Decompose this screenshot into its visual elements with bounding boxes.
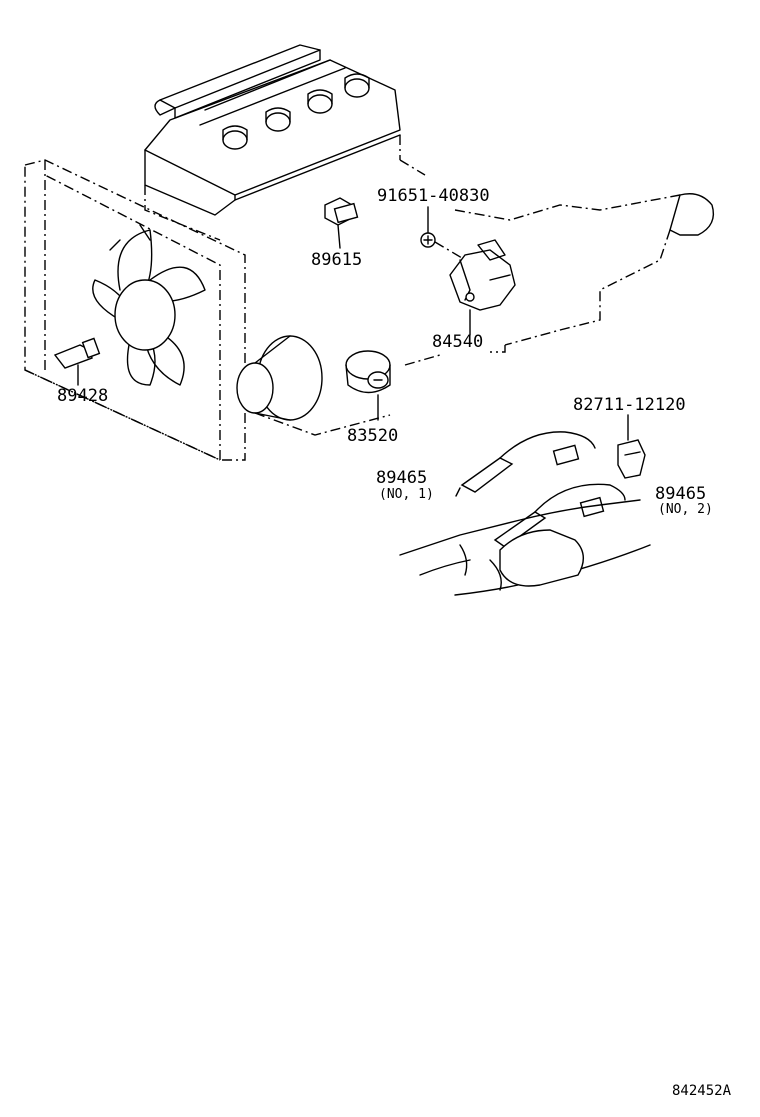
part-89465-no2-illustration [493,483,626,548]
transmission-outline [399,159,715,366]
part-84540-illustration [420,206,516,336]
label-89465-no2[interactable]: 89465 [655,484,707,504]
part-82711-illustration [617,414,646,479]
label-82711-12120[interactable]: 82711-12120 [573,395,686,415]
label-89465-no1[interactable]: 89465 [376,468,428,488]
label-89465-no2-sub: (NO, 2) [658,502,713,517]
label-91651-40830[interactable]: 91651-40830 [377,186,490,206]
label-89465-no1-sub: (NO, 1) [379,487,434,502]
exhaust-pipe-illustration [399,499,651,596]
part-89428-illustration [53,337,101,386]
label-89615[interactable]: 89615 [311,250,363,270]
engine-block-illustration [144,44,401,241]
part-89615-illustration [324,197,359,249]
part-89465-no1-illustration [455,431,596,497]
pulley-illustration [236,335,391,436]
label-83520[interactable]: 83520 [347,426,399,446]
drawing-code: 842452A [672,1083,732,1099]
label-89428[interactable]: 89428 [57,386,109,406]
radiator-fan-illustration [24,159,246,461]
part-83520-illustration [345,350,391,421]
label-84540[interactable]: 84540 [432,332,484,352]
